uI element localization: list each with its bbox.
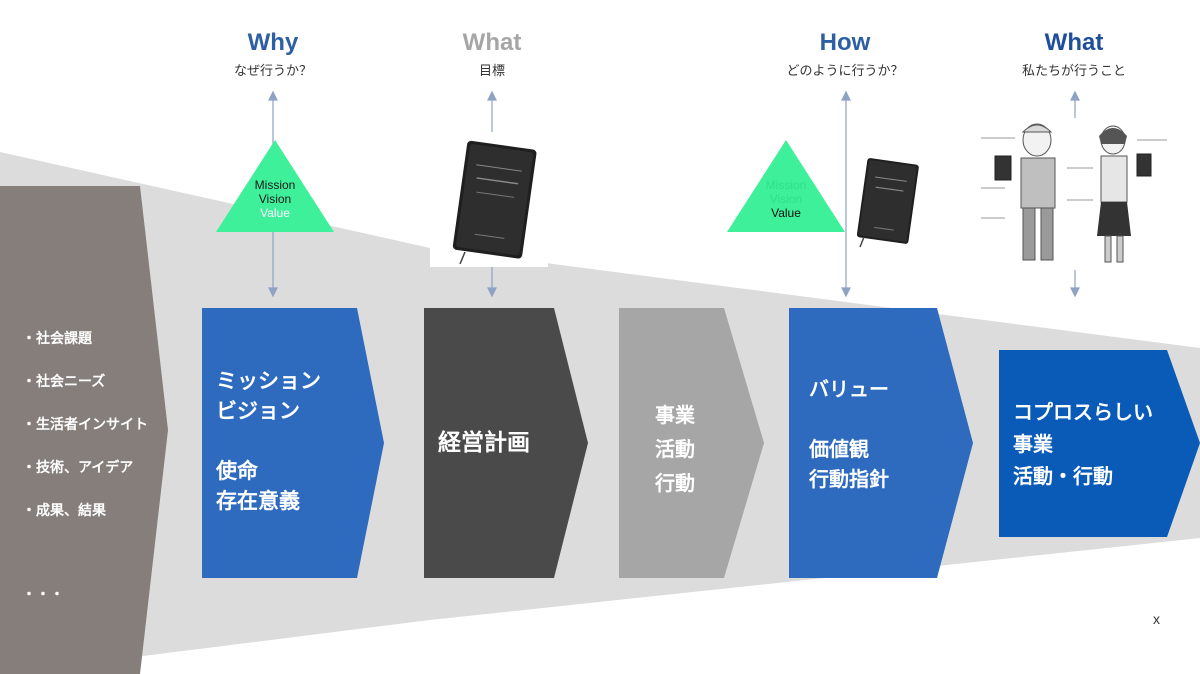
mvv-triangle-label: Mission Vision Value bbox=[726, 178, 846, 220]
value-label: Value bbox=[771, 206, 801, 220]
business-plan-book-image bbox=[430, 132, 548, 267]
arrow-label: ミッション ビジョン 使命 存在意義 bbox=[216, 369, 321, 513]
header-subtitle: 目標 bbox=[478, 64, 505, 79]
arrow-label: 事業 活動 行動 bbox=[655, 403, 695, 495]
mvv-triangle-label: Mission Vision Value bbox=[215, 178, 335, 220]
value-label: Value bbox=[260, 206, 290, 220]
left-list-item: ・技術、アイデア bbox=[22, 460, 134, 476]
close-button[interactable]: x bbox=[1153, 611, 1160, 627]
arrow-business-plan: 経営計画 bbox=[424, 308, 588, 578]
mvv-triangle-how bbox=[727, 140, 845, 232]
vision-label: Vision bbox=[769, 192, 803, 206]
arrow-label: コプロスらしい 事業 活動・行動 bbox=[1013, 400, 1153, 488]
arrow-coplos-activity: コプロスらしい 事業 活動・行動 bbox=[999, 350, 1200, 537]
left-list-item: ・生活者インサイト bbox=[22, 417, 148, 433]
header-why: Why なぜ行うか？ bbox=[173, 29, 373, 80]
header-title: What bbox=[1044, 29, 1104, 56]
business-plan-book-image bbox=[856, 158, 919, 248]
arrow-mission-vision: ミッション ビジョン 使命 存在意義 bbox=[202, 308, 384, 578]
mvv-triangle-why bbox=[216, 140, 334, 232]
header-subtitle: なぜ行うか？ bbox=[233, 64, 312, 79]
header-subtitle: 私たちが行うこと bbox=[1021, 64, 1126, 79]
arrow-shape bbox=[789, 308, 973, 578]
header-title: How bbox=[819, 29, 871, 56]
arrow-shape bbox=[999, 350, 1200, 537]
left-list-item: ・社会ニーズ bbox=[22, 374, 106, 390]
header-what-action: What 私たちが行うこと bbox=[974, 29, 1174, 80]
arrow-shape bbox=[202, 308, 384, 578]
left-list-item: ・社会課題 bbox=[22, 331, 92, 347]
arrow-label: 経営計画 bbox=[438, 430, 530, 456]
left-list-item: ・・・ bbox=[22, 587, 64, 603]
header-what-goal: What 目標 bbox=[392, 29, 592, 80]
arrow-shape bbox=[619, 308, 764, 578]
header-title: Why bbox=[247, 29, 299, 56]
mission-label: Mission bbox=[254, 178, 296, 192]
arrow-label: バリュー 価値観 行動指針 bbox=[809, 377, 889, 491]
left-list-item: ・成果、結果 bbox=[22, 503, 106, 519]
arrow-business-activity: 事業 活動 行動 bbox=[619, 308, 764, 578]
mission-label: Mission bbox=[765, 178, 807, 192]
header-how: How どのように行うか？ bbox=[745, 29, 945, 80]
header-subtitle: どのように行うか？ bbox=[786, 64, 904, 79]
arrow-shape bbox=[424, 308, 588, 578]
vision-label: Vision bbox=[258, 192, 292, 206]
arrow-value: バリュー 価値観 行動指針 bbox=[789, 308, 973, 578]
header-title: What bbox=[462, 29, 522, 56]
staff-holding-books-image bbox=[975, 118, 1170, 270]
